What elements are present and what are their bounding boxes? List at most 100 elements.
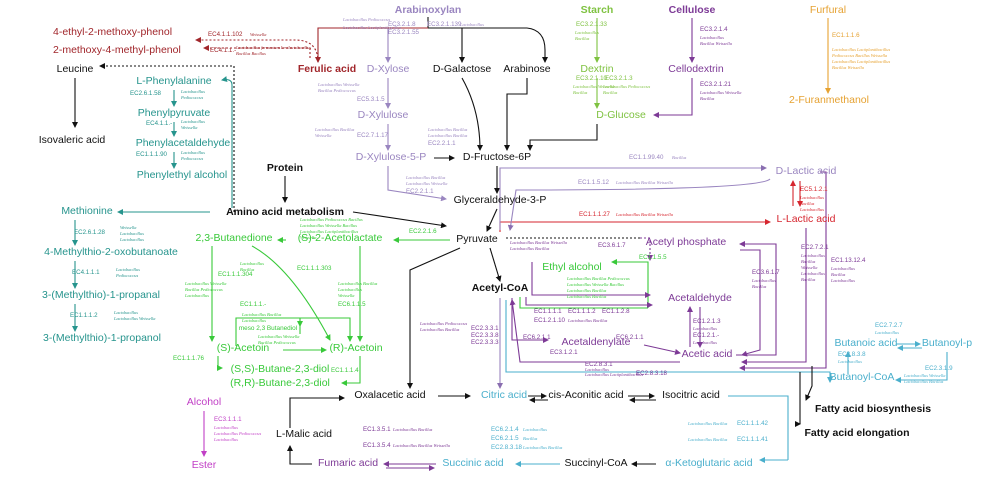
ec-label: EC2.7.2.1	[801, 244, 829, 251]
ec-label: EC1.1.2.8	[602, 308, 630, 315]
species-annotation: Lactobacillus Weissella	[405, 181, 448, 186]
ec-label: EC3.6.1.7	[752, 269, 780, 276]
compound-d-glucose: D-Glucose	[596, 109, 646, 121]
compound-meso-2-3-butanediol: meso 2,3 Butanediol	[239, 325, 297, 332]
ec-label: EC2.2.1.6	[409, 228, 437, 235]
species-annotation: Lactobacillus Bacillus	[392, 427, 433, 432]
species-annotation: Lactobacillus Bacillus Weissella	[615, 180, 674, 185]
ec-label: EC6.2.1.1	[523, 334, 551, 341]
species-annotation: Lactobacillus Lactiplantibacillus	[831, 59, 890, 64]
ec-label: EC1.1.1.42	[737, 420, 769, 427]
compound-methionine: Methionine	[61, 205, 113, 217]
compound-ester: Ester	[192, 459, 217, 471]
species-annotation: Lactobacillus Bacillus	[241, 312, 282, 317]
compound-cis-aconitic-acid: cis-Aconitic acid	[548, 389, 623, 401]
compound-pyruvate: Pyruvate	[456, 233, 498, 245]
ec-label: EC1.1.1.76	[173, 355, 205, 362]
species-annotation: Pediococcus Bacillus Weissella	[831, 53, 888, 58]
species-annotation: Lactobacillus Weissella Bacillus	[566, 282, 624, 287]
ec-label: EC3.2.1.3	[605, 75, 633, 82]
compound-l-lactic-acid: L-Lactic acid	[777, 213, 836, 225]
ec-label: EC4.1.1.-	[210, 47, 236, 54]
compound-arabinose: Arabinose	[503, 63, 550, 75]
species-annotation: Lactobacillus	[113, 310, 138, 315]
ec-label: EC2.6.1.28	[74, 229, 106, 236]
species-annotation: Lactobacillus	[800, 253, 825, 258]
compound-d-galactose: D-Galactose	[433, 63, 492, 75]
species-annotation: Lactobacillus Bacillus	[687, 421, 728, 426]
ec-label: EC1.1.1.-	[240, 301, 266, 308]
enzyme-commission-labels: EC4.1.1.102EC4.1.1.-EC3.2.1.8EC3.2.1.55E…	[70, 21, 953, 451]
ec-label: EC1.1.5.12	[578, 179, 610, 186]
species-annotation: Bacillus	[240, 267, 255, 272]
species-annotation: Lactobacillus Bacillus	[566, 294, 607, 299]
compound-s-s-butane-2-3-diol: (S,S)-Butane-2,3-diol	[231, 363, 330, 375]
compound-citric-acid: Citric acid	[481, 389, 527, 401]
ec-label: EC5.3.1.5	[357, 96, 385, 103]
ec-label: EC1.2.1.3	[693, 318, 721, 325]
species-annotation: Bacillus Pediococcus	[258, 340, 296, 345]
species-annotation: Bacillus	[752, 284, 767, 289]
species-annotation: Lactobacillus	[699, 35, 724, 40]
ec-label: EC1.13.12.4	[831, 257, 866, 264]
ec-label: EC2.2.1.1	[428, 140, 456, 147]
ec-label: EC1.1.5.5	[639, 254, 667, 261]
species-annotation: Lactobacillus Weissella	[317, 82, 360, 87]
species-annotation: Lactobacillus Bacillus	[405, 175, 446, 180]
compound-dextrin: Dextrin	[580, 63, 613, 75]
ec-label: EC2.8.3.18	[491, 444, 523, 451]
compound-r-acetoin: (R)-Acetoin	[329, 342, 382, 354]
species-annotation: Lactobacillus Bacillus	[509, 246, 550, 251]
species-annotation: Weissella	[300, 235, 317, 240]
ec-label: EC4.1.1.1	[72, 269, 100, 276]
ec-label: EC4.1.1.-	[146, 120, 172, 127]
compound-alcohol: Alcohol	[187, 396, 221, 408]
species-annotation: Lactobacillus Pediococcus Bacillus	[299, 217, 363, 222]
compound-r-r-butane-2-3-diol: (R,R)-Butane-2,3-diol	[230, 377, 330, 389]
species-annotation: Lactobacillus Pediococcus	[419, 321, 467, 326]
compound-acetyl-phosphate: Acetyl phosphate	[646, 236, 727, 248]
compound-phenylethyl-alcohol: Phenylethyl alcohol	[137, 169, 227, 181]
species-annotation: Lactobacillus	[522, 427, 547, 432]
species-annotation: Lactobacillus Bacillus Weissella	[615, 212, 674, 217]
compound-d-lactic-acid: D-Lactic acid	[776, 165, 837, 177]
species-annotation: Lactobacillus Bacillus	[567, 318, 608, 323]
compound-acetaldehyde: Acetaldehyde	[668, 292, 732, 304]
species-annotation: Lactobacillus Weissella Bacillus	[299, 223, 357, 228]
species-annotation: Lactobacillus	[692, 326, 717, 331]
compound-fatty-acid-biosynthesis: Fatty acid biosynthesis	[815, 403, 931, 415]
species-annotation: Lactobacillus	[800, 271, 825, 276]
species-annotation: Lactobacillus Bacillus	[566, 288, 607, 293]
ec-label: EC2.6.1.58	[130, 90, 162, 97]
compound-2-3-butanedione: 2,3-Butanedione	[195, 232, 272, 244]
compound-isovaleric-acid: Isovaleric acid	[39, 134, 106, 146]
species-annotation: Lactobacillus Bacillus Pediococcus	[566, 276, 630, 281]
compound-3-methylthio-1-propanol: 3-(Methylthio)-1-propanol	[43, 332, 161, 344]
compound-alpha-ketoglutaric-acid: α-Ketoglutaric acid	[665, 457, 752, 469]
species-annotation: Bacillus	[523, 436, 538, 441]
species-annotation: Lactobacillus Lactiplantibacillus	[342, 25, 401, 30]
compound-succinyl-coa: Succinyl-CoA	[564, 457, 627, 469]
ec-label: EC2.8.3.1	[585, 361, 613, 368]
species-annotation: Bacillus	[831, 272, 846, 277]
ec-label: EC1.1.1.90	[136, 151, 168, 158]
compound-furfural: Furfural	[810, 4, 846, 16]
compound-glyceraldehyde-3-p: Glyceraldehyde-3-P	[454, 194, 547, 206]
compound-succinic-acid: Succinic acid	[442, 457, 503, 469]
compound-butanoyl-coa: Butanoyl-CoA	[830, 371, 895, 383]
ec-label: EC2.7.2.7	[875, 322, 903, 329]
ec-label: EC2.8.3.8	[838, 351, 866, 358]
species-annotation: Lactobacillus Weissella	[699, 90, 742, 95]
ec-label: EC3.2.1.33	[576, 21, 608, 28]
ec-label: EC2.3.3.3	[471, 339, 499, 346]
species-annotation: Lactobacillus Weissella	[113, 316, 156, 321]
compound-isocitric-acid: Isocitric acid	[662, 389, 720, 401]
species-annotation: Lactobacillus	[184, 293, 209, 298]
compound-4-ethyl-2-methoxy-phenol: 4-ethyl-2-methoxy-phenol	[53, 26, 172, 38]
compound-acetyl-coa: Acetyl-CoA	[472, 282, 529, 294]
ec-label: EC2.3.1.9	[925, 365, 953, 372]
ec-label: EC6.1.1.5	[338, 301, 366, 308]
